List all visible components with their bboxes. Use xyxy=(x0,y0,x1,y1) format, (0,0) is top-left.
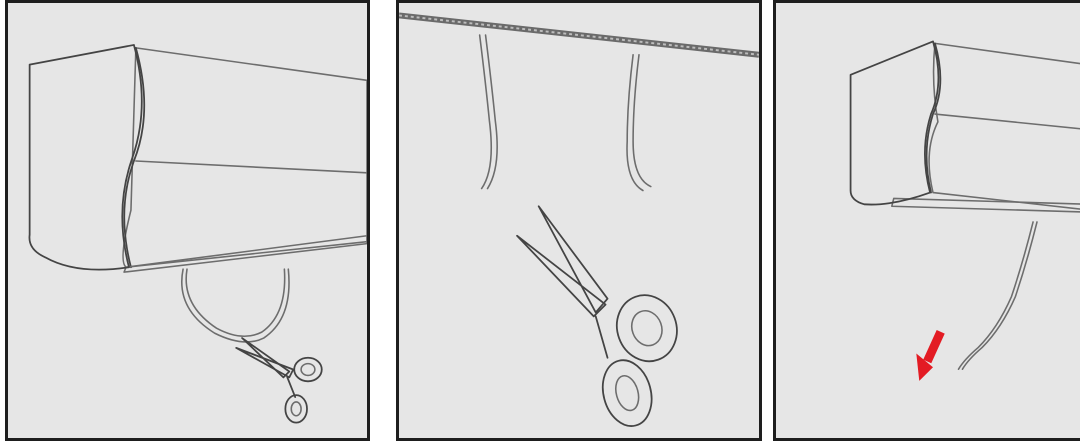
step-3-illustration xyxy=(776,3,1080,438)
bead-chain-rail xyxy=(399,15,759,54)
blind-headrail xyxy=(29,45,367,272)
blind-headrail xyxy=(851,41,1080,212)
step-3-panel xyxy=(773,0,1080,441)
arrow-down-left-icon xyxy=(916,336,939,381)
scissors-icon xyxy=(236,338,322,423)
scissors-icon xyxy=(517,206,686,431)
cord-loop xyxy=(182,269,289,342)
step-2-panel xyxy=(396,0,762,441)
cut-cord-right xyxy=(627,55,643,191)
single-cord xyxy=(959,222,1034,369)
step-1-panel xyxy=(5,0,370,441)
step-2-illustration xyxy=(399,3,759,438)
step-1-illustration xyxy=(8,3,367,438)
cut-cord-left xyxy=(480,35,492,188)
